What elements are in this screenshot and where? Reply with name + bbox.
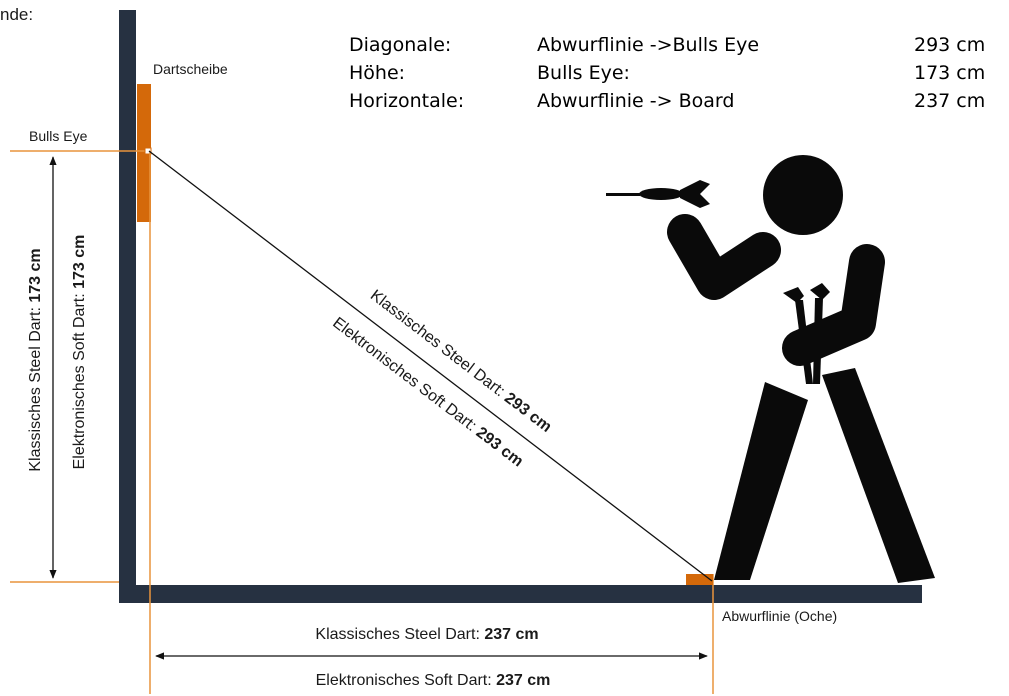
horizontal-soft-prefix: Elektronisches Soft Dart: [316, 672, 497, 689]
vertical-steel-prefix: Klassisches Steel Dart: [27, 303, 44, 472]
diagonal-line [148, 150, 713, 582]
dartboard-label: Dartscheibe [153, 61, 228, 77]
corner-text: nde: [0, 5, 33, 24]
player-throwing-arm [667, 214, 781, 300]
diagonal-steel-prefix: Klassisches Steel Dart: [367, 287, 512, 403]
oche-marker [686, 574, 713, 585]
vertical-steel-value: 173 cm [27, 248, 44, 302]
horizontal-steel-prefix: Klassisches Steel Dart: [315, 626, 484, 643]
bulls-eye-label: Bulls Eye [29, 128, 88, 144]
vertical-soft-value: 173 cm [71, 235, 88, 289]
player-head [763, 155, 843, 235]
vertical-soft-prefix: Elektronisches Soft Dart: [71, 289, 88, 470]
legend: Diagonale: Abwurflinie ->Bulls Eye 293 c… [349, 34, 985, 112]
dartboard [137, 84, 151, 222]
wall [119, 10, 136, 603]
horizontal-steel-label: Klassisches Steel Dart: 237 cm [315, 626, 538, 643]
vertical-steel-label: Klassisches Steel Dart: 173 cm [27, 248, 44, 471]
held-darts-icon [783, 283, 830, 384]
player-torso-arm [782, 244, 885, 366]
legend-row-1-value: 293 cm [914, 34, 985, 56]
vertical-soft-label: Elektronisches Soft Dart: 173 cm [71, 235, 88, 470]
legend-row-3-desc: Abwurflinie -> Board [537, 90, 734, 112]
diagonal-steel-value: 293 cm [501, 390, 554, 436]
horizontal-steel-value: 237 cm [484, 626, 538, 643]
thrown-dart-icon [606, 180, 710, 208]
legend-row-1-label: Diagonale: [349, 34, 451, 56]
diagonal-soft-value: 293 cm [473, 424, 526, 470]
player-front-leg [822, 368, 935, 583]
bulls-eye-marker [144, 147, 152, 155]
horizontal-soft-label: Elektronisches Soft Dart: 237 cm [316, 672, 551, 689]
legend-row-3-label: Horizontale: [349, 90, 464, 112]
legend-row-2-label: Höhe: [349, 62, 405, 84]
legend-row-1-desc: Abwurflinie ->Bulls Eye [537, 34, 759, 56]
floor [119, 585, 922, 603]
oche-label: Abwurflinie (Oche) [722, 608, 837, 624]
horizontal-soft-value: 237 cm [496, 672, 550, 689]
diagonal-soft-prefix: Elektronisches Soft Dart: [329, 314, 483, 437]
player-back-leg [714, 382, 808, 580]
legend-row-2-value: 173 cm [914, 62, 985, 84]
legend-row-2-desc: Bulls Eye: [537, 62, 630, 84]
legend-row-3-value: 237 cm [914, 90, 985, 112]
player-figure-icon [606, 155, 935, 583]
